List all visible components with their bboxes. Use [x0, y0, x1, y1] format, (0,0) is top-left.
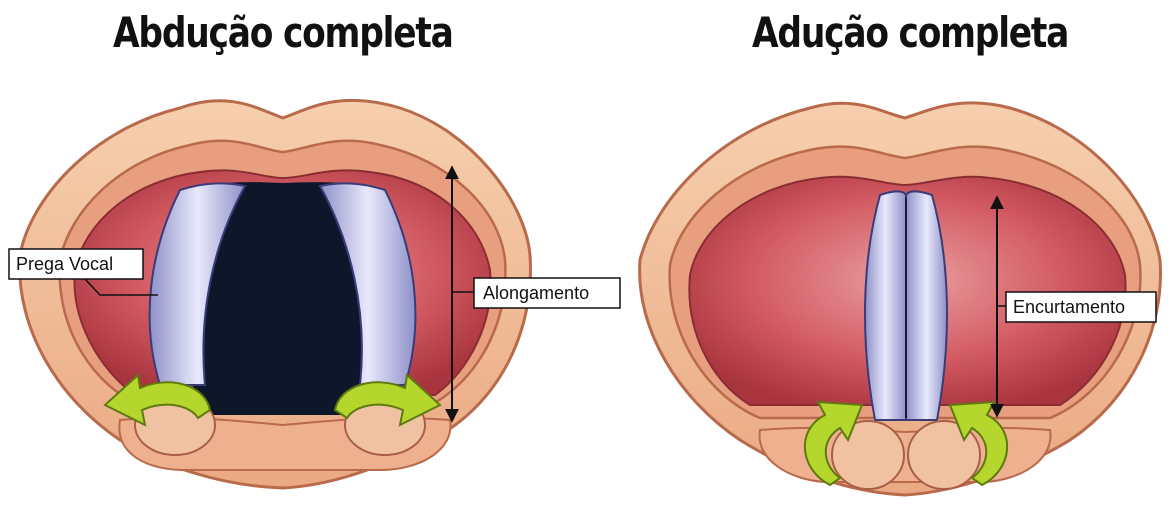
- shortening-label: Encurtamento: [1013, 297, 1125, 317]
- vocal-fold-label: Prega Vocal: [16, 254, 113, 274]
- lengthening-label: Alongamento: [483, 283, 589, 303]
- abduction-illustration: [20, 100, 531, 488]
